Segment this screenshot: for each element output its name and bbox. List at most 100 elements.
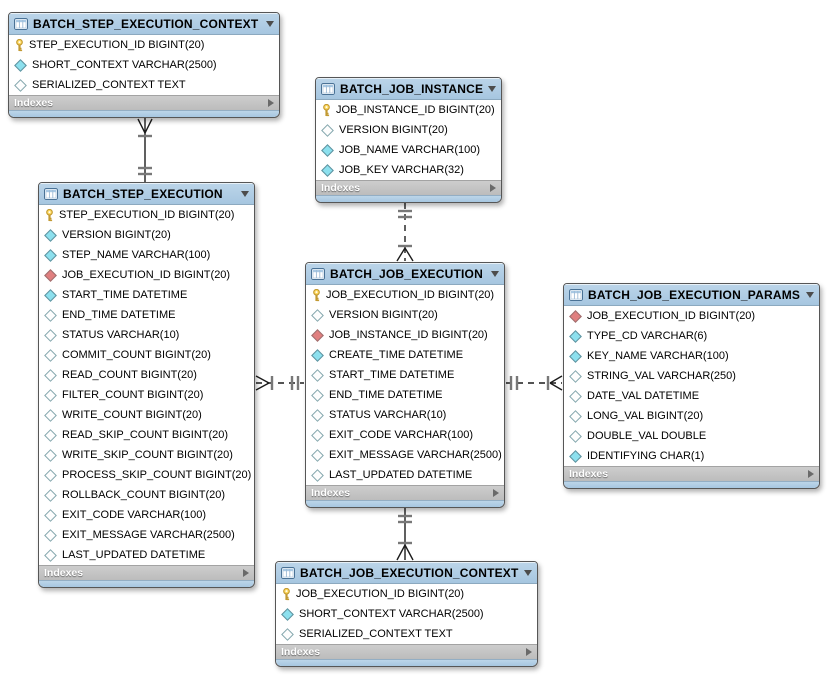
column-row[interactable]: DOUBLE_VAL DOUBLE: [564, 426, 819, 446]
column-row[interactable]: LONG_VAL BIGINT(20): [564, 406, 819, 426]
column-row[interactable]: VERSION BIGINT(20): [39, 225, 254, 245]
column-row[interactable]: JOB_NAME VARCHAR(100): [316, 140, 501, 160]
column-nullable-icon: [311, 408, 324, 422]
indexes-bar[interactable]: Indexes: [39, 565, 254, 580]
column-row[interactable]: READ_COUNT BIGINT(20): [39, 365, 254, 385]
column-row[interactable]: END_TIME DATETIME: [39, 305, 254, 325]
table-header[interactable]: BATCH_STEP_EXECUTION_CONTEXT: [9, 13, 279, 35]
column-row[interactable]: SHORT_CONTEXT VARCHAR(2500): [9, 55, 279, 75]
column-row[interactable]: JOB_INSTANCE_ID BIGINT(20): [316, 100, 501, 120]
indexes-bar[interactable]: Indexes: [306, 485, 504, 500]
column-label: END_TIME DATETIME: [329, 389, 443, 401]
table-batch_step_execution[interactable]: BATCH_STEP_EXECUTION STEP_EXECUTION_ID BI…: [38, 182, 255, 588]
expand-arrow-icon: [490, 184, 496, 192]
collapse-arrow-icon[interactable]: [491, 270, 499, 277]
column-label: JOB_EXECUTION_ID BIGINT(20): [62, 269, 231, 281]
columns-list: STEP_EXECUTION_ID BIGINT(20)VERSION BIGI…: [39, 205, 254, 565]
column-row[interactable]: COMMIT_COUNT BIGINT(20): [39, 345, 254, 365]
column-row[interactable]: JOB_EXECUTION_ID BIGINT(20): [39, 265, 254, 285]
column-row[interactable]: JOB_KEY VARCHAR(32): [316, 160, 501, 180]
indexes-bar[interactable]: Indexes: [316, 180, 501, 195]
collapse-arrow-icon[interactable]: [241, 190, 249, 197]
column-row[interactable]: WRITE_SKIP_COUNT BIGINT(20): [39, 445, 254, 465]
table-header[interactable]: BATCH_STEP_EXECUTION: [39, 183, 254, 205]
column-row[interactable]: START_TIME DATETIME: [306, 365, 504, 385]
column-row[interactable]: END_TIME DATETIME: [306, 385, 504, 405]
column-row[interactable]: SERIALIZED_CONTEXT TEXT: [9, 75, 279, 95]
column-row[interactable]: JOB_EXECUTION_ID BIGINT(20): [306, 285, 504, 305]
indexes-bar[interactable]: Indexes: [564, 466, 819, 481]
column-row[interactable]: EXIT_CODE VARCHAR(100): [39, 505, 254, 525]
column-row[interactable]: DATE_VAL DATETIME: [564, 386, 819, 406]
table-header[interactable]: BATCH_JOB_EXECUTION: [306, 263, 504, 285]
column-row[interactable]: JOB_EXECUTION_ID BIGINT(20): [276, 584, 537, 604]
expand-arrow-icon: [526, 648, 532, 656]
column-nullable-icon: [569, 409, 582, 423]
column-row[interactable]: STATUS VARCHAR(10): [306, 405, 504, 425]
table-header[interactable]: BATCH_JOB_INSTANCE: [316, 78, 501, 100]
column-label: JOB_EXECUTION_ID BIGINT(20): [326, 289, 495, 301]
table-batch_job_execution[interactable]: BATCH_JOB_EXECUTION JOB_EXECUTION_ID BIGI…: [305, 262, 505, 508]
column-label: EXIT_CODE VARCHAR(100): [329, 429, 474, 441]
column-row[interactable]: WRITE_COUNT BIGINT(20): [39, 405, 254, 425]
table-footer-strip: [316, 195, 501, 202]
column-label: ROLLBACK_COUNT BIGINT(20): [62, 489, 226, 501]
column-row[interactable]: EXIT_MESSAGE VARCHAR(2500): [306, 445, 504, 465]
column-row[interactable]: JOB_EXECUTION_ID BIGINT(20): [564, 306, 819, 326]
column-notnull-icon: [321, 143, 334, 157]
column-row[interactable]: STEP_NAME VARCHAR(100): [39, 245, 254, 265]
column-row[interactable]: CREATE_TIME DATETIME: [306, 345, 504, 365]
column-row[interactable]: READ_SKIP_COUNT BIGINT(20): [39, 425, 254, 445]
column-row[interactable]: TYPE_CD VARCHAR(6): [564, 326, 819, 346]
collapse-arrow-icon[interactable]: [806, 291, 814, 298]
column-row[interactable]: PROCESS_SKIP_COUNT BIGINT(20): [39, 465, 254, 485]
table-title: BATCH_JOB_EXECUTION: [330, 266, 483, 281]
table-title: BATCH_JOB_EXECUTION_CONTEXT: [300, 565, 519, 580]
column-row[interactable]: EXIT_MESSAGE VARCHAR(2500): [39, 525, 254, 545]
column-row[interactable]: STATUS VARCHAR(10): [39, 325, 254, 345]
column-row[interactable]: STEP_EXECUTION_ID BIGINT(20): [9, 35, 279, 55]
table-icon: [281, 566, 295, 579]
column-row[interactable]: STRING_VAL VARCHAR(250): [564, 366, 819, 386]
column-row[interactable]: STEP_EXECUTION_ID BIGINT(20): [39, 205, 254, 225]
expand-arrow-icon: [268, 99, 274, 107]
indexes-label: Indexes: [321, 182, 361, 194]
column-row[interactable]: EXIT_CODE VARCHAR(100): [306, 425, 504, 445]
table-header[interactable]: BATCH_JOB_EXECUTION_PARAMS: [564, 284, 819, 306]
column-row[interactable]: KEY_NAME VARCHAR(100): [564, 346, 819, 366]
column-nullable-icon: [311, 368, 324, 382]
column-label: EXIT_MESSAGE VARCHAR(2500): [62, 529, 235, 541]
column-label: PROCESS_SKIP_COUNT BIGINT(20): [62, 469, 252, 481]
column-row[interactable]: START_TIME DATETIME: [39, 285, 254, 305]
column-row[interactable]: JOB_INSTANCE_ID BIGINT(20): [306, 325, 504, 345]
indexes-label: Indexes: [14, 97, 54, 109]
column-row[interactable]: ROLLBACK_COUNT BIGINT(20): [39, 485, 254, 505]
indexes-bar[interactable]: Indexes: [276, 644, 537, 659]
column-row[interactable]: VERSION BIGINT(20): [306, 305, 504, 325]
column-row[interactable]: FILTER_COUNT BIGINT(20): [39, 385, 254, 405]
indexes-bar[interactable]: Indexes: [9, 95, 279, 110]
collapse-arrow-icon[interactable]: [524, 569, 532, 576]
column-row[interactable]: SHORT_CONTEXT VARCHAR(2500): [276, 604, 537, 624]
column-row[interactable]: SERIALIZED_CONTEXT TEXT: [276, 624, 537, 644]
table-footer-strip: [39, 580, 254, 587]
column-nullable-icon: [44, 308, 57, 322]
collapse-arrow-icon[interactable]: [266, 20, 274, 27]
column-row[interactable]: VERSION BIGINT(20): [316, 120, 501, 140]
columns-list: JOB_EXECUTION_ID BIGINT(20)TYPE_CD VARCH…: [564, 306, 819, 466]
column-row[interactable]: IDENTIFYING CHAR(1): [564, 446, 819, 466]
table-title: BATCH_STEP_EXECUTION: [63, 186, 223, 201]
column-row[interactable]: LAST_UPDATED DATETIME: [306, 465, 504, 485]
table-footer-strip: [306, 500, 504, 507]
collapse-arrow-icon[interactable]: [488, 85, 496, 92]
column-notnull-icon: [321, 163, 334, 177]
table-header[interactable]: BATCH_JOB_EXECUTION_CONTEXT: [276, 562, 537, 584]
column-label: SHORT_CONTEXT VARCHAR(2500): [32, 59, 217, 71]
column-nullable-icon: [311, 308, 324, 322]
table-batch_job_execution_context[interactable]: BATCH_JOB_EXECUTION_CONTEXT JOB_EXECUTION…: [275, 561, 538, 667]
column-row[interactable]: LAST_UPDATED DATETIME: [39, 545, 254, 565]
